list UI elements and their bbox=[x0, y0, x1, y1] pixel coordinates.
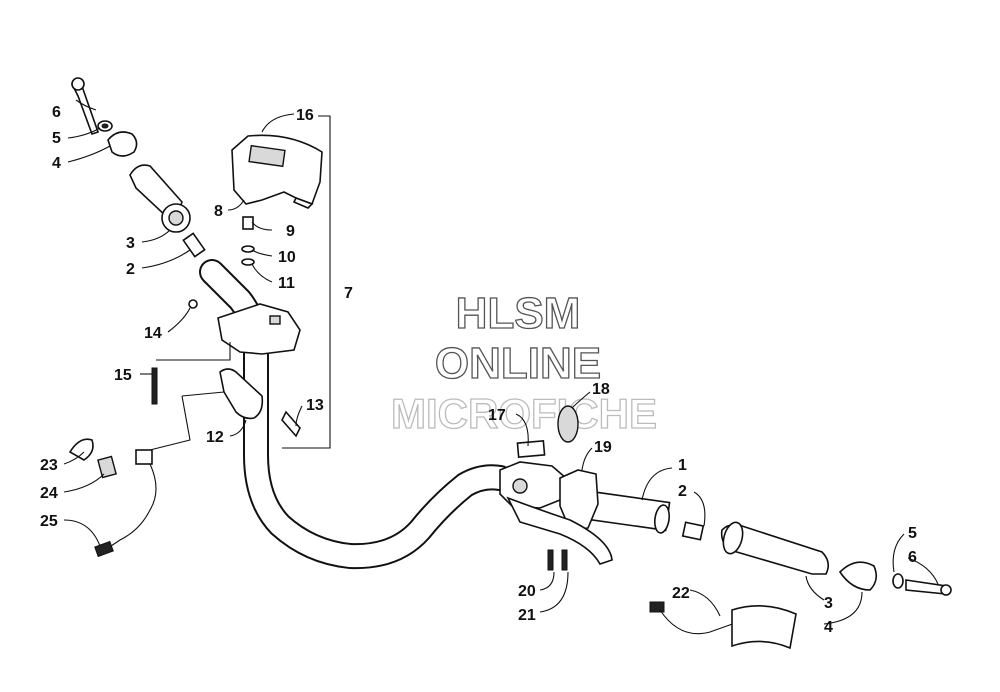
right-brake-assembly bbox=[499, 405, 613, 571]
callout-21: 21 bbox=[518, 607, 536, 624]
callout-15: 15 bbox=[114, 367, 132, 384]
callout-6-right: 6 bbox=[908, 549, 917, 566]
callout-4-right: 4 bbox=[824, 619, 833, 636]
callout-18: 18 bbox=[592, 381, 610, 398]
callout-3-right: 3 bbox=[824, 595, 833, 612]
screw-and-washers bbox=[241, 216, 255, 266]
callout-2-right: 2 bbox=[678, 483, 687, 500]
callout-25: 25 bbox=[40, 513, 58, 530]
watermark-line-3: MICROFICHE bbox=[391, 390, 657, 437]
right-wiring bbox=[649, 601, 797, 650]
left-switch-body bbox=[151, 299, 301, 438]
callout-19: 19 bbox=[594, 439, 612, 456]
watermark-line-2: ONLINE bbox=[435, 339, 601, 388]
leader-lines bbox=[63, 99, 939, 625]
callout-11: 11 bbox=[278, 275, 295, 292]
callout-16: 16 bbox=[296, 107, 314, 124]
callout-10: 10 bbox=[278, 249, 296, 266]
callout-22: 22 bbox=[672, 585, 690, 602]
callout-4-left: 4 bbox=[52, 155, 61, 172]
callout-labels: 6 5 4 3 2 16 8 9 10 11 7 14 15 13 12 23 … bbox=[40, 104, 917, 636]
switch-housing bbox=[231, 134, 323, 209]
callout-13: 13 bbox=[306, 397, 324, 414]
right-grip-assembly bbox=[681, 521, 952, 596]
callout-9: 9 bbox=[286, 223, 295, 240]
watermark: HLSM ONLINE MICROFICHE bbox=[390, 288, 657, 437]
callout-2-left: 2 bbox=[126, 261, 135, 278]
left-grip-assembly bbox=[71, 77, 206, 258]
callout-5-right: 5 bbox=[908, 525, 917, 542]
bracket-15 bbox=[156, 342, 231, 361]
callout-8: 8 bbox=[214, 203, 223, 220]
bracket-7 bbox=[282, 115, 331, 449]
callout-12: 12 bbox=[206, 429, 224, 446]
callout-23: 23 bbox=[40, 457, 58, 474]
left-wiring bbox=[68, 438, 157, 558]
callout-1: 1 bbox=[678, 457, 687, 474]
bracket-12-23 bbox=[149, 391, 225, 451]
callout-24: 24 bbox=[40, 485, 58, 502]
callout-14: 14 bbox=[144, 325, 162, 342]
callout-6-left: 6 bbox=[52, 104, 61, 121]
callout-20: 20 bbox=[518, 583, 536, 600]
callout-17: 17 bbox=[488, 407, 506, 424]
callout-7: 7 bbox=[344, 285, 353, 302]
watermark-line-1: HLSM bbox=[456, 289, 581, 338]
callout-5-left: 5 bbox=[52, 130, 61, 147]
callout-3-left: 3 bbox=[126, 235, 135, 252]
